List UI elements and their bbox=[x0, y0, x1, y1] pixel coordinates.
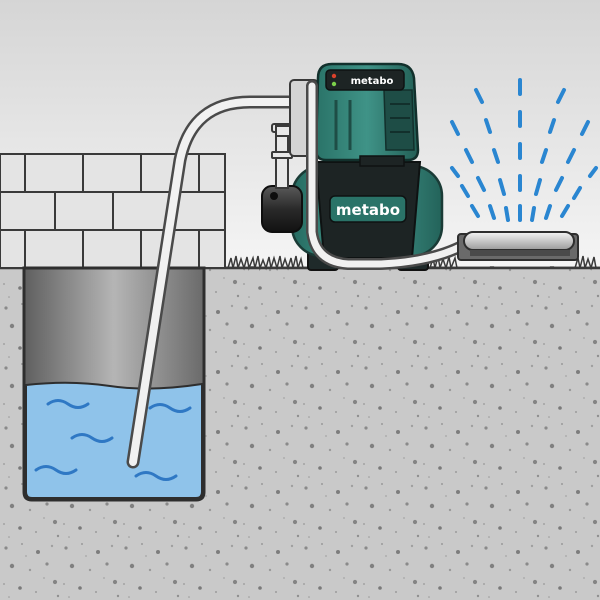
suction-hose-icon bbox=[126, 95, 303, 469]
well-water bbox=[25, 381, 203, 499]
brick-wall-icon bbox=[0, 153, 226, 269]
water-spray-icon bbox=[450, 78, 598, 222]
pump-motor bbox=[261, 185, 303, 233]
lawn-sprinkler-icon bbox=[457, 231, 579, 261]
control-panel bbox=[325, 69, 405, 91]
tank-brand-label: metabo bbox=[336, 201, 400, 219]
status-light-green bbox=[331, 81, 337, 87]
pressure-hose-icon bbox=[306, 80, 468, 270]
water-well-icon bbox=[22, 266, 206, 502]
head-brand-label: metabo bbox=[351, 76, 394, 87]
water-waves bbox=[34, 399, 192, 481]
status-light-red bbox=[331, 73, 337, 79]
